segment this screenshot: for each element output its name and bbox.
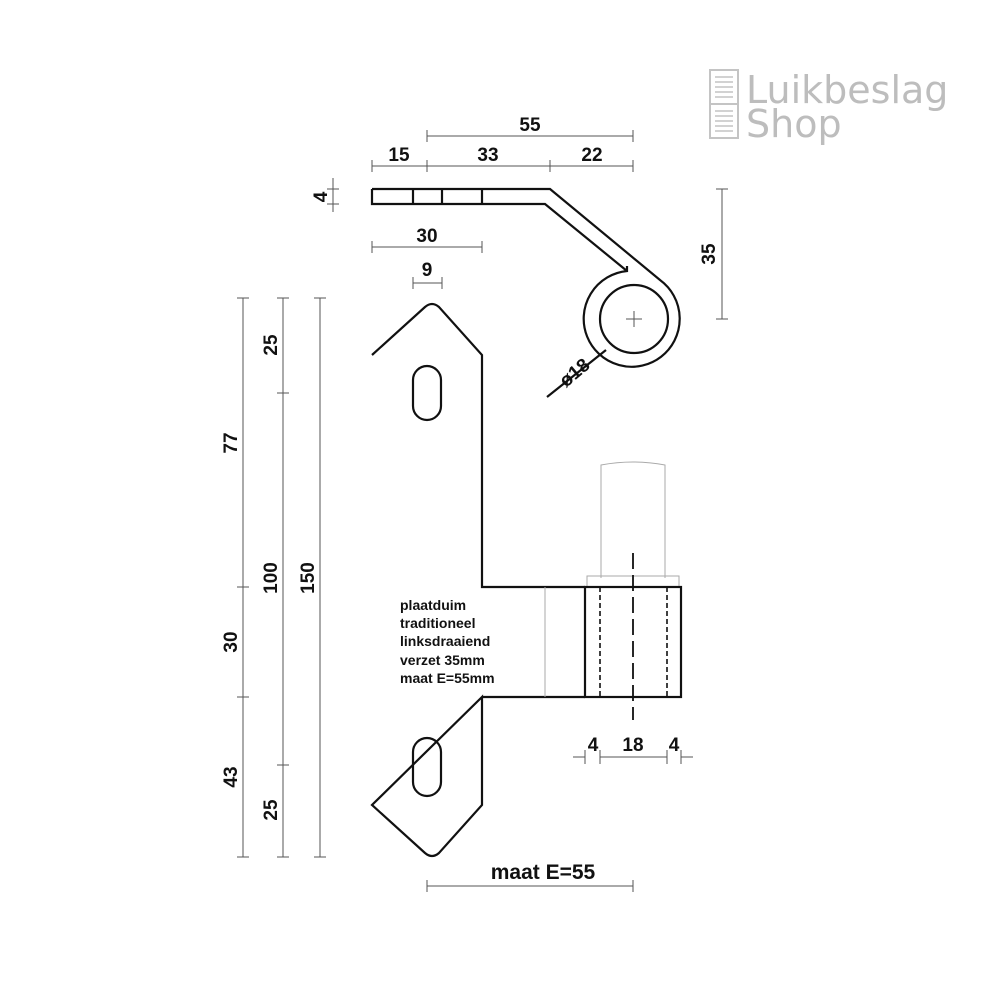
dim-25-bottom: 25: [261, 799, 282, 821]
dim-150: 150: [298, 562, 319, 594]
dim-77: 77: [221, 432, 242, 453]
dim-35: 35: [699, 243, 720, 265]
note-line-5: maat E=55mm: [400, 670, 495, 686]
left-dimension-lines: [237, 297, 326, 858]
top-slot: [411, 364, 443, 422]
front-view-plate: [370, 302, 683, 858]
bottom-slot: [411, 736, 443, 798]
dim-33: 33: [477, 145, 498, 166]
note-line-1: plaatduim: [400, 597, 466, 613]
dim-25-top: 25: [261, 334, 282, 356]
top-dimension-lines: [327, 130, 728, 320]
dim-4-right: 4: [669, 735, 680, 756]
knuckle-dimension-lines: [573, 750, 693, 764]
maat-e-dimension-line: [426, 880, 634, 892]
dim-55: 55: [519, 115, 541, 136]
note-line-4: verzet 35mm: [400, 652, 485, 668]
dim-9: 9: [422, 260, 433, 281]
dim-4-thickness: 4: [311, 191, 332, 202]
dim-22: 22: [581, 145, 602, 166]
dim-15: 15: [388, 145, 410, 166]
maat-e-label: maat E=55: [491, 861, 596, 884]
dim-30-holes: 30: [416, 226, 437, 247]
logo-shutter-icon: [709, 69, 739, 139]
dim-43: 43: [221, 766, 242, 787]
logo: Luikbeslag Shop: [709, 68, 948, 146]
note-line-3: linksdraaiend: [400, 633, 490, 649]
dim-4-left: 4: [588, 735, 599, 756]
dim-30-knuckle: 30: [221, 631, 242, 652]
top-view-strap: [370, 187, 681, 398]
logo-line2: Shop: [746, 102, 842, 146]
dim-18: 18: [622, 735, 643, 756]
dim-100: 100: [261, 562, 282, 594]
note-line-2: traditioneel: [400, 615, 475, 631]
diameter-leader: [546, 349, 607, 398]
logo-line1: Luikbeslag: [746, 68, 948, 112]
